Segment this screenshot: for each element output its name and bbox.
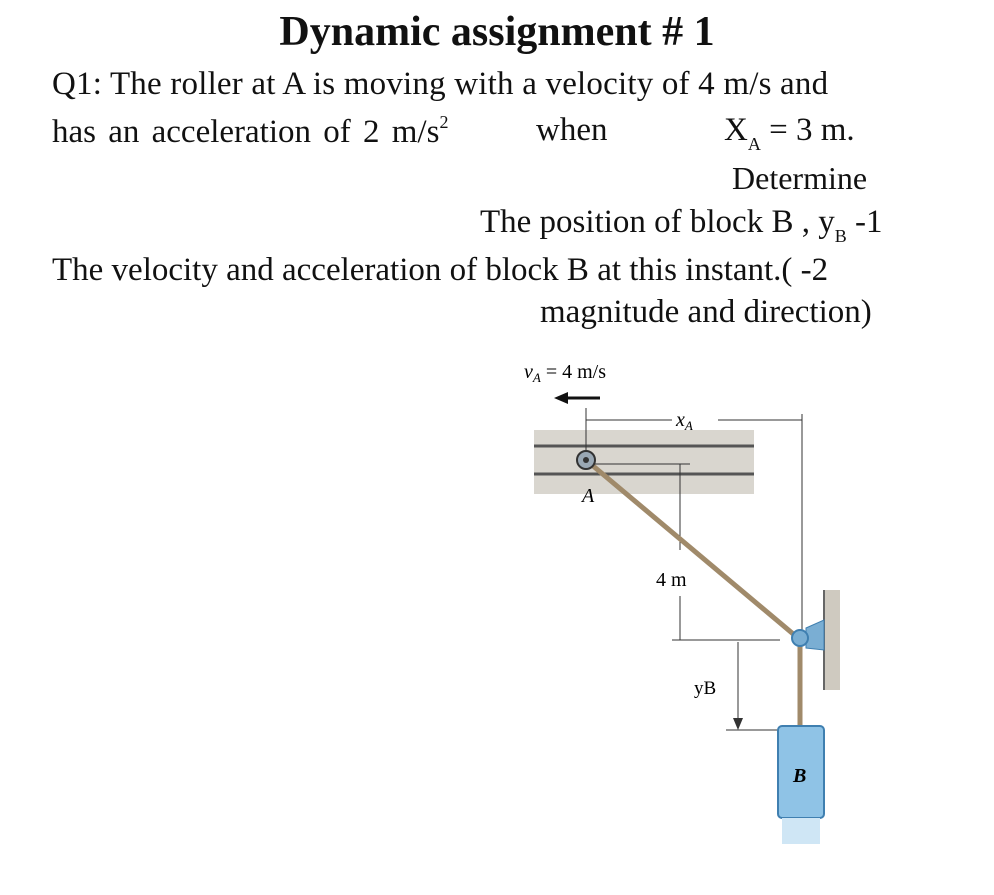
question-line-1: Q1: The roller at A is moving with a vel…: [52, 66, 829, 102]
rail-ground-shade: [534, 430, 754, 494]
rope-diagonal: [584, 458, 800, 640]
pulley-icon: [791, 629, 809, 647]
xa-subscript: A: [747, 134, 761, 154]
xa-condition: XA = 3 m.: [724, 112, 855, 154]
item-velocity-line-1: The velocity and acceleration of block B…: [52, 252, 829, 288]
question-line-2: has an acceleration of 2 m/s2: [52, 112, 448, 151]
va-label: vA = 4 m/s: [524, 361, 606, 385]
page-title: Dynamic assignment # 1: [279, 9, 715, 55]
yb-label: yB: [694, 678, 716, 699]
yb-arrow-icon: [733, 718, 743, 730]
item-position: The position of block B , yB -1: [480, 204, 883, 246]
determine-heading: Determine: [732, 160, 868, 196]
xa-value: = 3 m.: [760, 112, 855, 148]
block-b-label: B: [792, 765, 806, 787]
squared-superscript: 2: [439, 112, 449, 132]
xa-variable: X: [724, 112, 748, 148]
pulley-bracket-icon: [805, 619, 825, 651]
roller-a-label: A: [580, 485, 595, 507]
yb-subscript: B: [834, 226, 847, 246]
block-b-shadow: [782, 818, 820, 844]
velocity-arrow-icon: [554, 392, 600, 404]
wall-icon: [824, 590, 840, 690]
item-position-text: The position of block B , y: [480, 204, 835, 240]
xa-label: xA: [675, 409, 693, 433]
height-label: 4 m: [656, 569, 687, 591]
mechanism-figure: vA = 4 m/s xA 4 m A yB B: [524, 361, 840, 844]
item-velocity-line-2: magnitude and direction): [540, 294, 872, 330]
item-position-number: -1: [846, 204, 883, 240]
when-text: when: [536, 112, 608, 148]
question-line-2-text: has an acceleration of 2 m/s: [52, 114, 440, 150]
roller-a-hub-icon: [583, 457, 589, 463]
